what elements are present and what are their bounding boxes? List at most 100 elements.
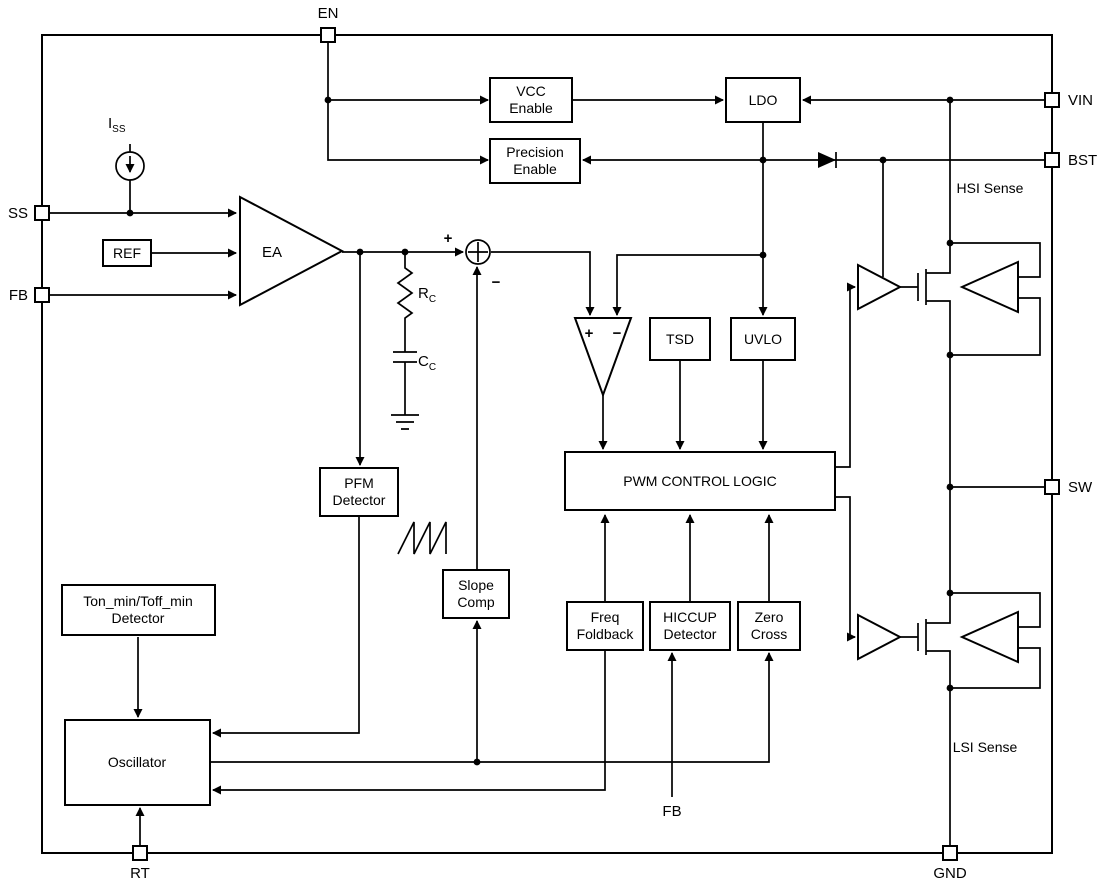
- block-pfm-detector: PFM Detector: [319, 467, 399, 517]
- ref-box: [102, 239, 152, 267]
- block-vcc-enable: VCC Enable: [489, 77, 573, 123]
- summing-junction: + −: [444, 230, 501, 291]
- vcc-enable-box: [489, 77, 573, 123]
- compensation-network: [391, 252, 419, 430]
- junction-dots: [126, 96, 954, 766]
- uvlo-box: [730, 317, 796, 361]
- summing-minus-label: −: [492, 274, 501, 291]
- freq-foldback-box: [566, 601, 644, 651]
- junction-dot: [759, 156, 767, 164]
- junction-dot: [126, 209, 134, 217]
- pin-ss-label: SS: [8, 205, 28, 222]
- block-uvlo: UVLO: [730, 317, 796, 361]
- wire-vin-rail-hs-drain: [926, 100, 951, 274]
- precision-enable-box: [489, 138, 581, 184]
- junction-dot: [946, 684, 954, 692]
- freq-foldback-label2: Foldback: [577, 626, 635, 642]
- junction-dot: [879, 156, 887, 164]
- pin-rt-label: RT: [130, 865, 150, 882]
- cc-label: CC: [418, 353, 436, 373]
- wires: [49, 42, 1045, 846]
- oscillator-box: [64, 719, 211, 806]
- junction-dot: [946, 483, 954, 491]
- pin-bst: [1044, 152, 1060, 168]
- pwm-box: [564, 451, 836, 511]
- precision-enable-label1: Precision: [506, 144, 564, 160]
- junction-dot: [759, 251, 767, 259]
- hsi-sense-label: HSI Sense: [957, 180, 1024, 196]
- pins: EN VIN BST SW GND RT SS FB: [8, 5, 1097, 882]
- pin-rt: [132, 845, 148, 861]
- rc-label: RC: [418, 285, 436, 305]
- ldo-label: LDO: [749, 92, 778, 108]
- wire-freq-foldback-to-oscillator: [212, 650, 606, 795]
- iss-label: ISS: [108, 115, 126, 135]
- low-side-stage: LSI Sense: [857, 610, 1019, 755]
- wire-pwm-to-ls-driver: [835, 496, 856, 642]
- wire-pwm-to-hs-driver: [835, 282, 856, 468]
- resistor-rc: [396, 252, 414, 352]
- pin-en-label: EN: [318, 5, 339, 22]
- slope-comp-label2: Comp: [457, 594, 495, 610]
- comparator-triangle: [573, 317, 633, 398]
- block-ldo: LDO: [725, 77, 801, 123]
- comparator-minus-label: −: [613, 325, 622, 342]
- freq-foldback-label1: Freq: [591, 609, 620, 625]
- high-side-stage: HSI Sense: [857, 180, 1024, 314]
- vcc-enable-label2: Enable: [509, 100, 553, 116]
- pin-fb: [34, 287, 50, 303]
- lsi-sense-label: LSI Sense: [953, 739, 1018, 755]
- ea-triangle: [239, 195, 345, 307]
- tonmin-label2: Detector: [112, 610, 165, 626]
- junction-dot: [324, 96, 332, 104]
- block-ref: REF: [102, 239, 152, 267]
- pin-fb-label: FB: [9, 287, 28, 304]
- ls-gate-driver-triangle: [857, 613, 903, 661]
- wire-summing-to-comparator: [491, 251, 595, 316]
- block-oscillator: Oscillator: [64, 719, 211, 806]
- wire-pfm-to-oscillator: [212, 516, 360, 738]
- tonmin-box: [61, 584, 216, 636]
- wire-hs-sense-top-tap: [950, 242, 1041, 278]
- ldo-box: [725, 77, 801, 123]
- fb-bottom-label: FB: [662, 803, 681, 820]
- pin-gnd-label: GND: [933, 865, 967, 882]
- block-precision-enable: Precision Enable: [489, 138, 581, 184]
- pin-gnd: [942, 845, 958, 861]
- comparator-plus-label: +: [585, 325, 594, 342]
- hiccup-label2: Detector: [664, 626, 717, 642]
- ref-label: REF: [113, 245, 141, 261]
- pwm-comparator: + −: [573, 317, 633, 398]
- pin-sw-label: SW: [1068, 479, 1093, 496]
- block-freq-foldback: Freq Foldback: [566, 601, 644, 651]
- wire-en-to-precision-enable: [327, 42, 489, 165]
- pin-vin-label: VIN: [1068, 92, 1093, 109]
- tonmin-label1: Ton_min/Toff_min: [83, 593, 192, 609]
- pfm-label2: Detector: [333, 492, 386, 508]
- vcc-enable-label1: VCC: [516, 83, 546, 99]
- summing-plus-icon: [468, 242, 488, 262]
- sawtooth-waveform-icon: [397, 521, 447, 555]
- slope-comp-label1: Slope: [458, 577, 494, 593]
- hiccup-box: [649, 601, 731, 651]
- block-slope-comp: Slope Comp: [442, 569, 510, 619]
- hs-current-sense-triangle: [959, 260, 1019, 314]
- pfm-label1: PFM: [344, 475, 374, 491]
- pwm-label: PWM CONTROL LOGIC: [623, 473, 777, 489]
- precision-enable-label2: Enable: [513, 161, 557, 177]
- ea-label: EA: [262, 244, 282, 261]
- hs-gate-driver-triangle: [857, 263, 903, 311]
- block-tonmin-detector: Ton_min/Toff_min Detector: [61, 584, 216, 636]
- soft-start-current-source: ISS: [108, 115, 145, 181]
- wire-oscillator-to-zero-cross: [210, 652, 774, 763]
- wire-ls-source-gnd: [926, 650, 951, 846]
- junction-dot: [401, 248, 409, 256]
- zero-cross-box: [737, 601, 801, 651]
- pin-bst-label: BST: [1068, 152, 1097, 169]
- current-source-circle: [115, 151, 145, 181]
- block-zero-cross: Zero Cross: [737, 601, 801, 651]
- error-amplifier: EA: [239, 195, 345, 307]
- zero-cross-label2: Cross: [751, 626, 788, 642]
